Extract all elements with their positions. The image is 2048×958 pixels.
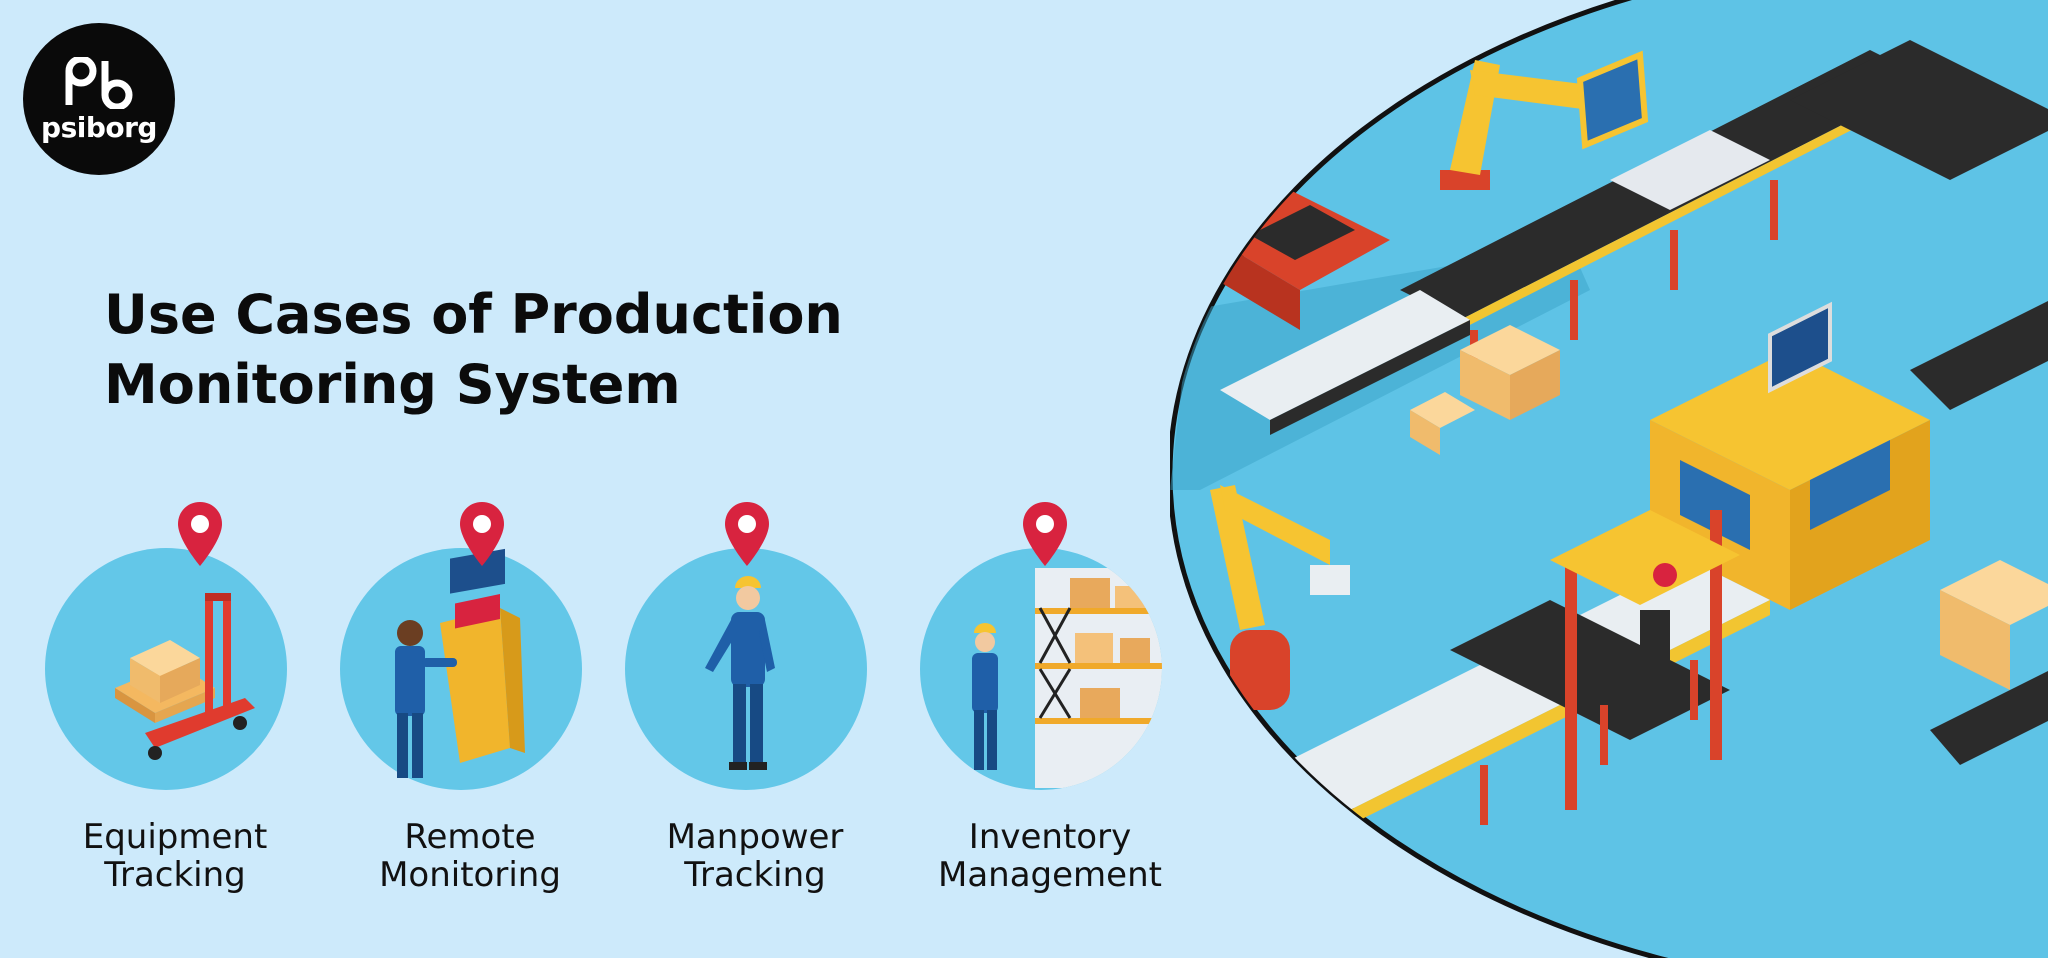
- control-panel-operator-icon: [340, 548, 582, 790]
- label-line-2: Tracking: [684, 855, 826, 895]
- label-line-2: Tracking: [104, 855, 246, 895]
- title-line-1: Use Cases of Production: [104, 283, 843, 346]
- title-line-2: Monitoring System: [104, 353, 681, 416]
- brand-logo: psiborg: [23, 23, 175, 175]
- use-case-equipment-tracking: Equipment Tracking: [35, 500, 315, 910]
- label-line-1: Equipment: [82, 817, 268, 857]
- use-case-label: Equipment Tracking: [15, 818, 335, 894]
- page-title: Use Cases of Production Monitoring Syste…: [104, 280, 843, 420]
- factory-production-line-illustration: [1170, 0, 2048, 958]
- brand-name: psiborg: [41, 111, 157, 144]
- use-case-inventory-management: Inventory Management: [910, 500, 1190, 910]
- location-pin-icon: [1023, 502, 1067, 566]
- use-case-label: Inventory Management: [890, 818, 1210, 894]
- warehouse-shelf-icon: [920, 548, 1162, 790]
- location-pin-icon: [460, 502, 504, 566]
- location-pin-icon: [178, 502, 222, 566]
- worker-icon: [625, 548, 867, 790]
- pb-logo-mark-icon: [65, 57, 133, 109]
- label-line-1: Remote: [404, 817, 536, 857]
- label-line-1: Inventory: [968, 817, 1132, 857]
- use-case-label: Remote Monitoring: [310, 818, 630, 894]
- use-case-label: Manpower Tracking: [595, 818, 915, 894]
- use-case-remote-monitoring: Remote Monitoring: [330, 500, 610, 910]
- location-pin-icon: [725, 502, 769, 566]
- label-line-2: Management: [938, 855, 1162, 895]
- label-line-1: Manpower: [666, 817, 844, 857]
- pallet-jack-icon: [45, 548, 287, 790]
- use-case-manpower-tracking: Manpower Tracking: [615, 500, 895, 910]
- label-line-2: Monitoring: [379, 855, 561, 895]
